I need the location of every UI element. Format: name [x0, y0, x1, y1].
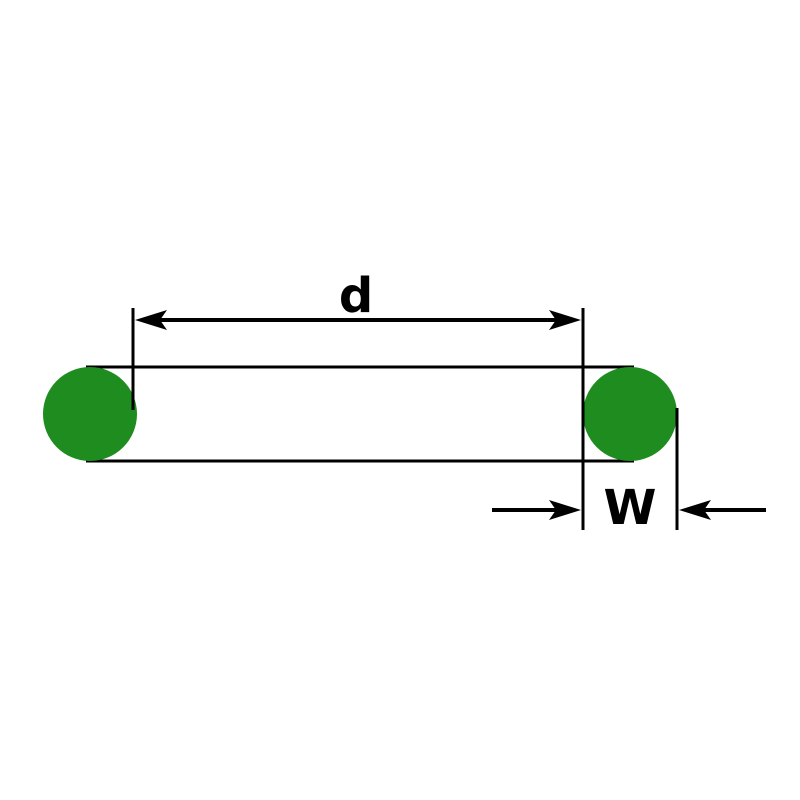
d-arrowhead-right	[549, 310, 581, 330]
o-ring-cross-section-left	[43, 367, 137, 461]
w-arrowhead-right	[679, 500, 711, 520]
o-ring-cross-section-right	[583, 367, 677, 461]
d-arrowhead-left	[135, 310, 167, 330]
w-label: W	[604, 480, 657, 536]
d-label: d	[339, 268, 373, 324]
w-arrowhead-left	[549, 500, 581, 520]
